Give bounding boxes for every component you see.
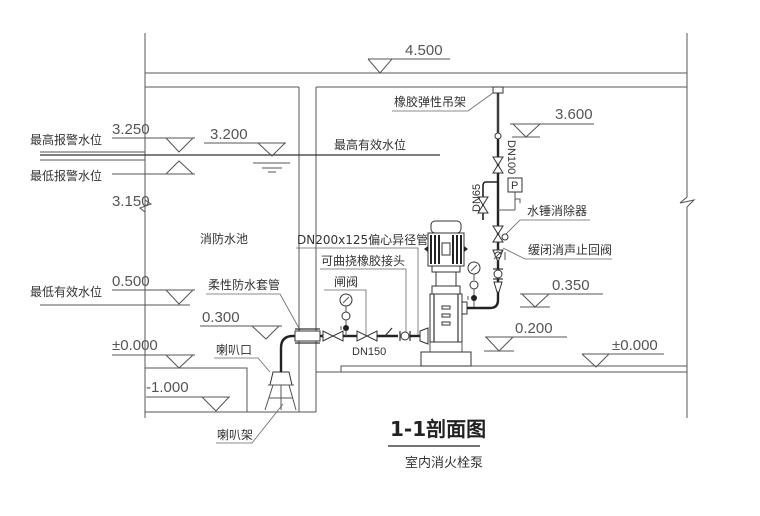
- elevation-triangle-0000-room: [581, 353, 611, 368]
- label-bell-mouth-support: 喇叭架: [217, 427, 253, 442]
- right-wall: [679, 33, 696, 418]
- drawing-title-block: 1-1剖面图 室内消火栓泵: [388, 417, 486, 471]
- motor-cap: [430, 220, 462, 234]
- pipe-size-dn65: DN65: [471, 184, 483, 212]
- discharge-pipe: [467, 92, 500, 310]
- bell-mouth: [269, 371, 293, 386]
- suction-piping: DN150: [264, 293, 429, 411]
- suction-pipe: [279, 334, 330, 372]
- label-lowest-effective: 最低有效水位: [30, 284, 102, 299]
- pump-coupling: [435, 271, 457, 287]
- building-structure: [40, 33, 696, 418]
- elevation-triangle-3250: [165, 137, 195, 153]
- label-highest-alarm: 最高报警水位: [30, 132, 102, 147]
- rubber-hanger: [492, 86, 504, 94]
- elev-0300: 0.300: [202, 309, 240, 326]
- pipe-size-dn150: DN150: [352, 346, 386, 358]
- elev-0500: 0.500: [112, 273, 150, 290]
- test-line: [482, 181, 498, 220]
- elev-neg1000: -1.000: [146, 379, 189, 396]
- waterproof-sleeve: [294, 330, 321, 342]
- motor-fins: [430, 235, 462, 264]
- elevation-triangle-3200: [257, 142, 287, 157]
- label-highest-effective: 最高有效水位: [334, 137, 406, 152]
- discharge-piping: P DN100 DN65: [467, 86, 523, 310]
- label-fire-pool: 消防水池: [200, 231, 248, 246]
- annotation-labels: 最高报警水位 最低报警水位 最高有效水位 最低有效水位 消防水池 橡胶弹性吊架 …: [30, 89, 612, 444]
- elev-3250: 3.250: [112, 121, 150, 138]
- pressure-switch: [507, 177, 523, 193]
- drawing-title: 1-1剖面图: [390, 417, 486, 441]
- label-bell-mouth: 喇叭口: [216, 342, 252, 357]
- elev-0350: 0.350: [552, 277, 590, 294]
- pump-body: [429, 293, 463, 343]
- svg-text:P: P: [511, 180, 518, 192]
- elevation-triangle-0200: [485, 336, 515, 352]
- pump-base: [420, 351, 472, 367]
- elevation-triangle-0500: [165, 289, 195, 305]
- leader-rubber-hanger: [392, 89, 498, 112]
- elev-3150: 3.150: [112, 193, 150, 210]
- label-eccentric-reducer: DN200x125偏心异径管: [297, 232, 428, 247]
- vertical-fire-pump: [420, 220, 472, 367]
- sump-outline: [145, 367, 248, 413]
- eccentric-reducer: [419, 327, 429, 345]
- label-gate-valve: 闸阀: [334, 275, 358, 289]
- drawing-subtitle: 室内消火栓泵: [405, 455, 483, 471]
- flexible-joint: [400, 331, 410, 341]
- label-flexible-joint: 可曲挠橡胶接头: [321, 253, 405, 268]
- elevation-triangle-0300: [251, 325, 281, 340]
- water-hammer-arrester: [501, 233, 509, 241]
- label-rubber-hanger: 橡胶弹性吊架: [394, 94, 466, 109]
- elevation-triangle-3600: [512, 123, 542, 138]
- elevation-triangle-0350: [521, 293, 551, 308]
- label-flexible-sleeve: 柔性防水套管: [208, 277, 280, 292]
- elevation-triangle-0000-pool: [165, 354, 195, 369]
- elevation-triangle-neg1000: [201, 396, 231, 412]
- elevation-triangle-4500: [367, 58, 394, 74]
- label-water-hammer-arrester: 水锤消除器: [527, 203, 587, 218]
- elev-0000-pool: ±0.000: [112, 337, 158, 354]
- elev-3200: 3.200: [210, 126, 248, 143]
- label-lowest-alarm: 最低报警水位: [30, 168, 102, 183]
- elev-3600: 3.600: [555, 106, 593, 123]
- elevation-labels: 4.500 3.250 3.200 3.150 3.600 0.500 0.30…: [112, 42, 658, 396]
- elev-4500: 4.500: [405, 42, 443, 59]
- wall-break-mark: [138, 199, 153, 213]
- elev-0000-room: ±0.000: [612, 337, 658, 354]
- gate-valve: [356, 330, 369, 342]
- label-check-valve: 缓闭消声止回阀: [528, 243, 612, 257]
- pump-room-floor-top: [340, 365, 687, 372]
- elevation-markers: [40, 58, 664, 412]
- elevation-triangle-3150: [165, 160, 195, 175]
- pipe-size-dn100: DN100: [505, 140, 517, 174]
- elev-0200: 0.200: [515, 320, 553, 337]
